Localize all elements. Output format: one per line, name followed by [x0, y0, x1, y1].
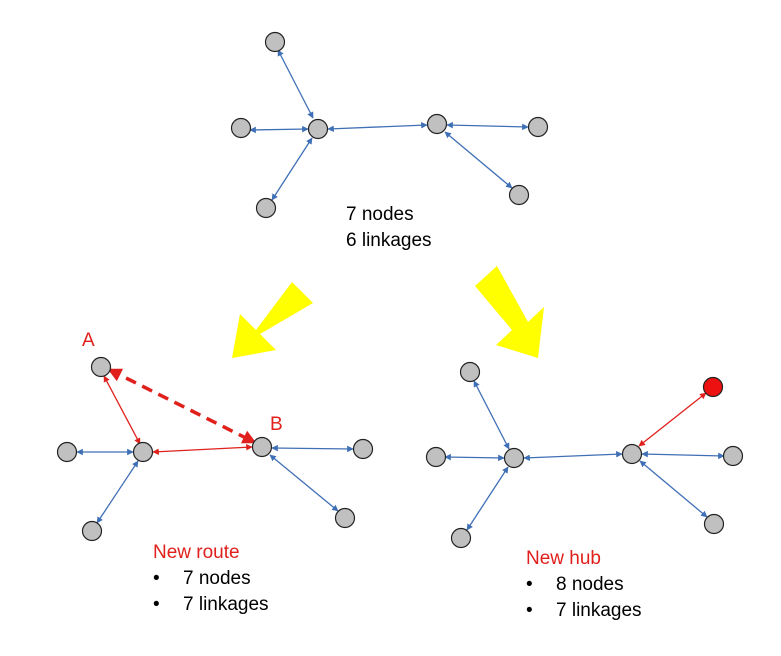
node-hub — [132, 441, 154, 463]
top-network — [230, 31, 549, 219]
node — [264, 31, 286, 53]
route-bullet-2: •7 linkages — [153, 594, 269, 615]
link — [249, 125, 309, 134]
node-new — [702, 376, 724, 398]
hub-bullet-1: •8 nodes — [526, 574, 624, 595]
link — [444, 131, 513, 189]
node — [352, 438, 374, 460]
node-label-b: B — [270, 414, 283, 435]
node-b — [251, 436, 273, 458]
link-red — [103, 375, 141, 445]
node — [527, 116, 549, 138]
hub-title: New hub — [526, 548, 601, 569]
link — [277, 49, 314, 119]
link — [446, 121, 529, 131]
link — [523, 450, 623, 462]
link-red-dashed — [107, 368, 257, 444]
node — [425, 446, 447, 468]
node-hub — [426, 113, 448, 135]
node — [56, 441, 78, 463]
link — [466, 466, 509, 531]
route-caption: New route •7 nodes •7 linkages — [153, 540, 269, 618]
node — [703, 513, 725, 535]
link-red — [638, 392, 707, 447]
yellow-arrow-left-down-icon — [232, 282, 313, 358]
top-caption: 7 nodes 6 linkages — [346, 202, 432, 254]
node — [334, 507, 356, 529]
node — [459, 361, 481, 383]
link — [327, 121, 428, 133]
link — [639, 460, 708, 518]
route-network — [56, 356, 374, 542]
node — [722, 445, 744, 467]
node-a — [90, 356, 112, 378]
link-red — [152, 444, 253, 455]
top-node-count: 7 nodes — [346, 204, 414, 225]
yellow-arrow-right-down-icon — [475, 266, 544, 358]
hub-network — [425, 361, 744, 549]
route-bullet-1: •7 nodes — [153, 568, 251, 589]
link — [271, 137, 313, 201]
node-hub — [503, 447, 525, 469]
hub-caption: New hub •8 nodes •7 linkages — [526, 546, 642, 624]
node — [230, 117, 252, 139]
link — [96, 460, 139, 524]
link — [473, 380, 510, 450]
node-hub — [621, 443, 643, 465]
link — [271, 444, 354, 453]
node-hub — [307, 118, 329, 140]
node — [450, 527, 472, 549]
link — [444, 453, 505, 462]
node-label-a: A — [82, 330, 95, 351]
node — [508, 184, 530, 206]
top-link-count: 6 linkages — [346, 230, 432, 251]
node — [81, 520, 103, 542]
hub-bullet-2: •7 linkages — [526, 600, 642, 621]
node — [255, 197, 277, 219]
link — [641, 450, 725, 460]
link — [269, 454, 339, 512]
route-title: New route — [153, 542, 240, 563]
